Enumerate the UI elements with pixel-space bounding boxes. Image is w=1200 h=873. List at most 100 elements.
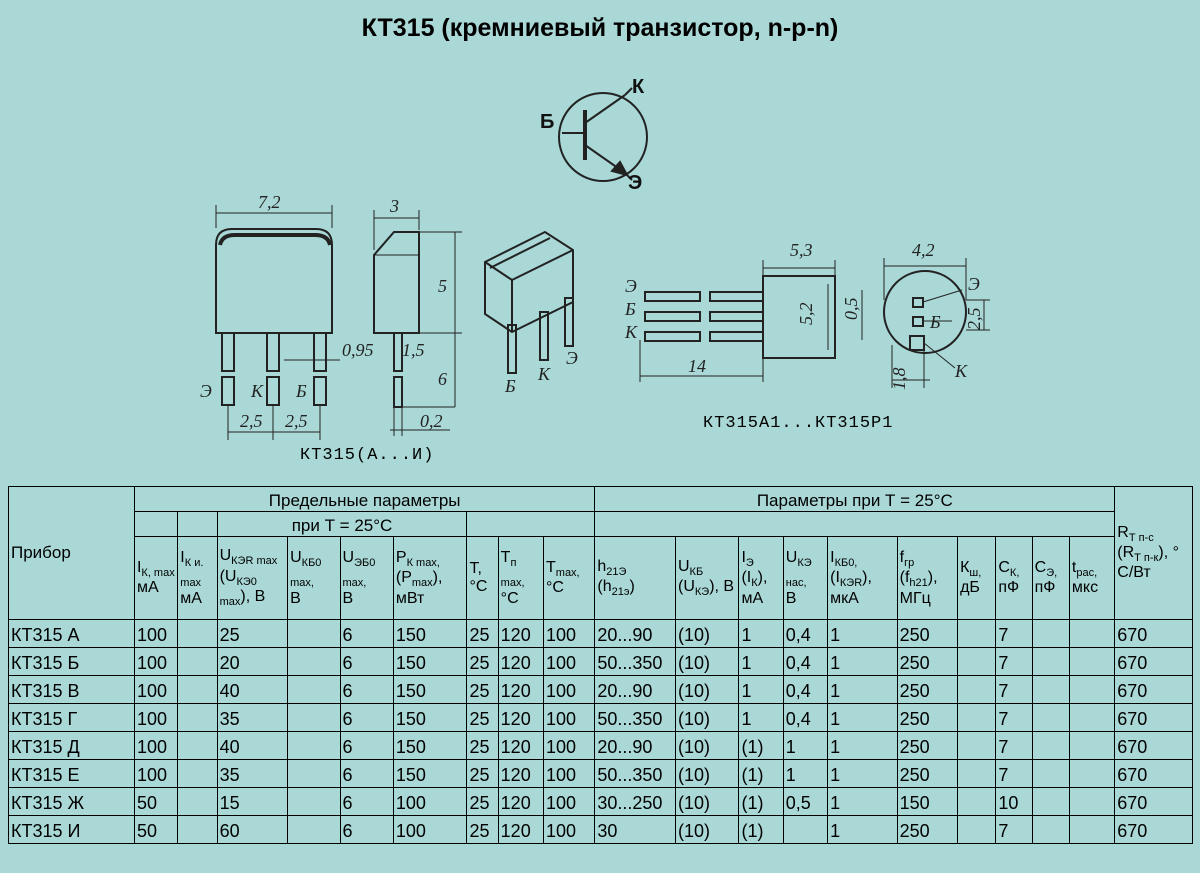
table-cell: 1: [827, 675, 898, 704]
table-cell: 35: [216, 759, 289, 788]
table-cell: [287, 787, 341, 816]
header-sub: Э,: [1046, 566, 1058, 579]
pin-label: Б: [504, 376, 516, 396]
table-cell: 1: [782, 731, 829, 760]
page-title: КТ315 (кремниевый транзистор, n-p-n): [361, 14, 839, 42]
header-rt: RТ п-с (RТ п-к), ° С/Вт: [1114, 486, 1193, 620]
table-cell: [177, 759, 218, 788]
table-cell: (10): [674, 647, 740, 676]
table-cell: [957, 647, 997, 676]
header-device: Прибор: [8, 486, 135, 620]
table-cell: [782, 815, 829, 844]
side-view: [373, 210, 462, 436]
header-unit: мА: [136, 579, 159, 597]
pin-label: К: [954, 361, 968, 381]
table-cell: 1: [827, 759, 898, 788]
table-cell: 670: [1114, 787, 1193, 816]
table-cell: 50...350: [594, 759, 676, 788]
table-cell: 100: [542, 815, 596, 844]
dim-label: 0,5: [841, 298, 861, 321]
table-cell: [287, 815, 341, 844]
header-empty: [594, 511, 1116, 537]
header-extra: (h: [597, 578, 612, 595]
table-cell: 120: [497, 759, 545, 788]
table-cell: 1: [827, 787, 898, 816]
header-unit: ), МГц: [899, 569, 938, 607]
device-cell: КТ315 А: [8, 619, 135, 648]
table-cell: [177, 647, 218, 676]
table-cell: 60: [216, 815, 289, 844]
header-extra: (R: [1117, 544, 1135, 562]
header-sub: рас,: [1076, 566, 1098, 579]
table-cell: 20...90: [594, 731, 676, 760]
header-main: f: [899, 548, 905, 566]
table-cell: 100: [133, 703, 179, 732]
pin-label: Э: [566, 348, 578, 368]
header-main: I: [741, 548, 746, 566]
dim-label: 2,5: [285, 411, 308, 431]
column-header: Tп max,°С: [497, 536, 545, 620]
header-sub: КБ0,: [834, 556, 858, 569]
header-sub: ЭБ0 max,: [342, 556, 376, 590]
table-cell: 100: [133, 675, 179, 704]
dim-label: 0,2: [420, 411, 443, 431]
table-cell: [177, 703, 218, 732]
table-cell: 100: [392, 815, 468, 844]
table-cell: (10): [674, 619, 740, 648]
table-cell: 1: [738, 647, 784, 676]
header-unit: В: [290, 589, 301, 607]
header-sub: п max,: [500, 556, 525, 590]
header-main: T,: [469, 560, 482, 578]
device-cell: КТ315 Ж: [8, 787, 135, 816]
column-header: СК,пФ: [995, 536, 1033, 620]
table-cell: [1031, 703, 1070, 732]
table-cell: [1031, 647, 1070, 676]
header-unit: пФ: [1034, 579, 1056, 597]
column-header: Кш,дБ: [957, 536, 997, 620]
column-header: IКБ0,(IКЭR), мкА: [827, 536, 898, 620]
table-cell: 120: [497, 815, 545, 844]
table-cell: 670: [1114, 703, 1193, 732]
table-cell: [1068, 759, 1116, 788]
table-cell: 50...350: [594, 647, 676, 676]
device-cell: КТ315 Е: [8, 759, 135, 788]
front-view: [215, 205, 340, 440]
table-cell: [1068, 731, 1116, 760]
table-cell: [1031, 759, 1070, 788]
table-cell: 20: [216, 647, 289, 676]
column-header: UКЭR max(UКЭ0 max), В: [216, 536, 289, 620]
table-cell: 1: [827, 731, 898, 760]
dim-label: 4,2: [912, 240, 935, 260]
header-unit: ), В: [709, 578, 735, 595]
table-cell: 120: [497, 647, 545, 676]
header-unit: ), ° С/Вт: [1117, 544, 1179, 582]
table-cell: 250: [896, 647, 959, 676]
header-main: R: [1117, 523, 1129, 541]
table-cell: 100: [133, 647, 179, 676]
header-unit: мкс: [1071, 579, 1099, 597]
table-cell: 25: [466, 815, 499, 844]
table-cell: 6: [339, 703, 394, 732]
header-sub: 21Э: [606, 565, 627, 578]
column-header: fгр(fh21), МГц: [896, 536, 959, 620]
dim-label: 6: [438, 369, 447, 389]
table-cell: [287, 759, 341, 788]
table-cell: 50...350: [594, 703, 676, 732]
transistor-symbol: [558, 87, 648, 182]
table-cell: 1: [738, 619, 784, 648]
spec-table: Прибор Предельные параметры Параметры пр…: [8, 486, 1193, 844]
header-main: I: [180, 548, 185, 566]
table-cell: 120: [497, 703, 545, 732]
table-cell: 50: [133, 787, 179, 816]
table-cell: 25: [466, 759, 499, 788]
header-sub: КБ: [689, 565, 704, 578]
table-cell: 250: [896, 759, 959, 788]
table-cell: 40: [216, 731, 289, 760]
device-cell: КТ315 В: [8, 675, 135, 704]
column-header: IЭ(IК), мА: [738, 536, 784, 620]
